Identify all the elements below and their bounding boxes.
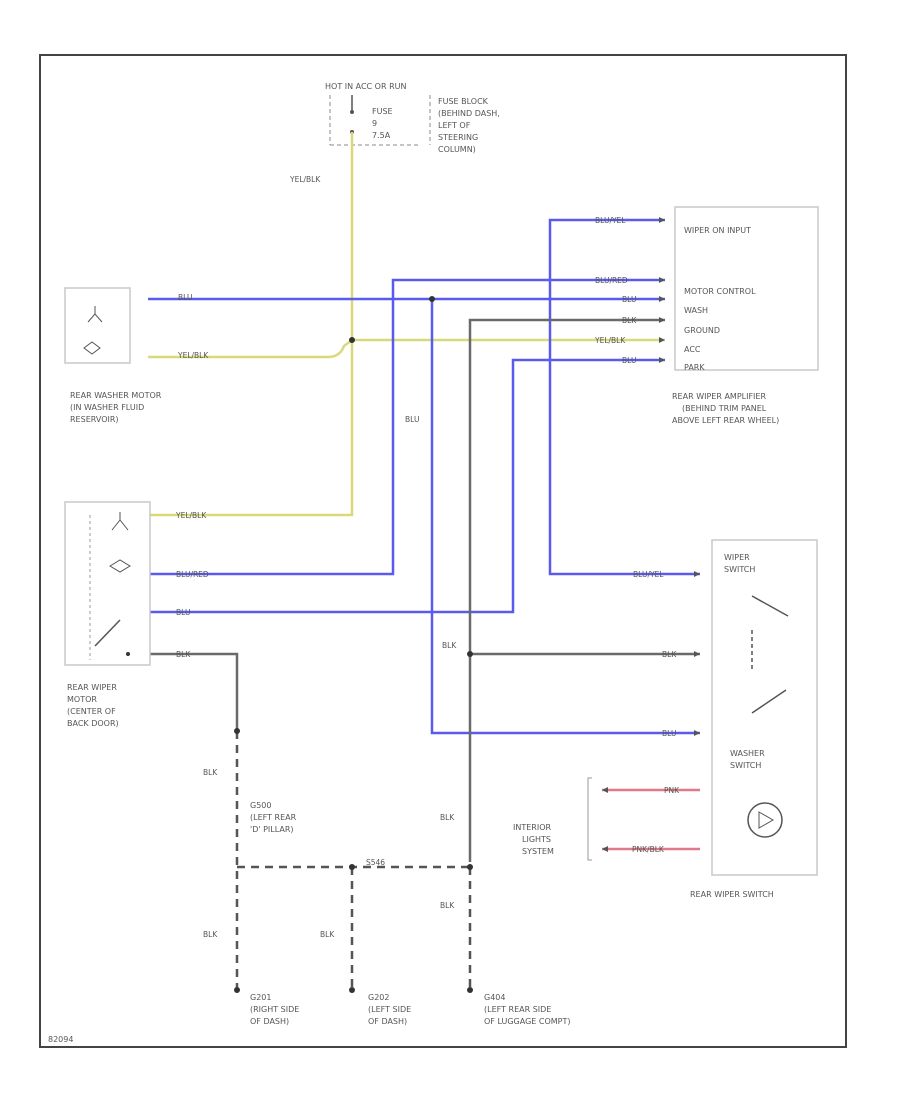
wire-label-blu-washer: BLU (178, 293, 192, 302)
wire-blk-ground-amp (468, 318, 665, 862)
wire-label-yel-blk-feed: YEL/BLK (289, 175, 321, 184)
wire-label-yel-blk-washer: YEL/BLK (177, 351, 209, 360)
wiper-motor-label-4: BACK DOOR) (67, 719, 119, 728)
washer-motor-label-2: (IN WASHER FLUID (70, 403, 144, 412)
wire-label-blk-splice: BLK (442, 641, 457, 650)
wire-label-blu-vertical: BLU (405, 415, 419, 424)
g201-label-2: (RIGHT SIDE (250, 1005, 299, 1014)
g500-label-3: 'D' PILLAR) (250, 825, 294, 834)
fuse-name: FUSE (372, 107, 393, 116)
fuse-location-2: (BEHIND DASH, (438, 109, 500, 118)
washer-motor-label-3: RESERVOIR) (70, 415, 119, 424)
g500-label-1: G500 (250, 801, 271, 810)
rear-wiper-amplifier: WIPER ON INPUT MOTOR CONTROL WASH GROUND… (672, 206, 819, 425)
interior-lights-label-2: LIGHTS (522, 835, 551, 844)
washer-motor-label-1: REAR WASHER MOTOR (70, 391, 162, 400)
wiper-motor-label-1: REAR WIPER (67, 683, 117, 692)
wire-label-blu-switch: BLU (662, 729, 676, 738)
fuse-header: HOT IN ACC OR RUN (325, 82, 406, 91)
wire-label-pnk: PNK (664, 786, 680, 795)
wire-label-yel-blk-motor: YEL/BLK (175, 511, 207, 520)
amplifier-label-3: ABOVE LEFT REAR WHEEL) (672, 416, 779, 425)
rear-washer-motor: REAR WASHER MOTOR (IN WASHER FLUID RESER… (64, 287, 162, 424)
wire-label-blu-yel-switch: BLU/YEL (633, 570, 664, 579)
ground-labels: G500 (LEFT REAR 'D' PILLAR) G201 (RIGHT … (250, 801, 571, 1026)
washer-switch-label-1: WASHER (730, 749, 765, 758)
wiper-motor-label-2: MOTOR (67, 695, 97, 704)
splices (234, 296, 473, 993)
g201-label-3: OF DASH) (250, 1017, 289, 1026)
amp-pin-park: PARK (684, 363, 705, 372)
g500-label-2: (LEFT REAR (250, 813, 297, 822)
washer-switch-label-2: SWITCH (730, 761, 761, 770)
wire-blu-park (148, 358, 665, 614)
wire-label-pnk-blk: PNK/BLK (632, 845, 665, 854)
interior-lights-label-3: SYSTEM (522, 847, 554, 856)
wire-label-blu-red-amp: BLU/RED (595, 276, 628, 285)
wire-label-blk-g404-upper: BLK (440, 813, 455, 822)
diagram-code: 82094 (48, 1035, 73, 1044)
wire-label-blk-motor: BLK (176, 650, 191, 659)
fuse-location-3: LEFT OF (438, 121, 471, 130)
wire-label-yel-blk-acc: YEL/BLK (594, 336, 626, 345)
wire-label-blu-yel-amp: BLU/YEL (595, 216, 626, 225)
g202-label-2: (LEFT SIDE (368, 1005, 411, 1014)
wire-label-blu-wash-amp: BLU (622, 295, 636, 304)
amplifier-label-1: REAR WIPER AMPLIFIER (672, 392, 766, 401)
splice-label: S546 (366, 858, 385, 867)
fuse-block: HOT IN ACC OR RUN FUSE 9 7.5A FUSE BLOCK… (325, 82, 500, 154)
amplifier-label-2: (BEHIND TRIM PANEL (682, 404, 767, 413)
wire-blu-red-motor-control (148, 278, 665, 576)
wire-label-blu-motor: BLU (176, 608, 190, 617)
fuse-location-1: FUSE BLOCK (438, 97, 489, 106)
rear-wiper-motor: REAR WIPER MOTOR (CENTER OF BACK DOOR) (64, 501, 151, 728)
rear-wiper-switch-label: REAR WIPER SWITCH (690, 890, 774, 899)
connector-arrows (602, 217, 700, 852)
wire-label-blk-g404: BLK (440, 901, 455, 910)
wire-label-blk-g500: BLK (203, 768, 218, 777)
wire-label-blk-ground-amp: BLK (622, 316, 637, 325)
amp-pin-wash: WASH (684, 306, 708, 315)
amp-pin-wiper-on-input: WIPER ON INPUT (684, 226, 751, 235)
wiper-motor-label-3: (CENTER OF (67, 707, 116, 716)
fuse-number: 9 (372, 119, 377, 128)
amp-pin-motor-control: MOTOR CONTROL (684, 287, 756, 296)
g202-label-3: OF DASH) (368, 1017, 407, 1026)
fuse-location-5: COLUMN) (438, 145, 476, 154)
wire-labels: YEL/BLK BLU YEL/BLK BLU YEL/BLK BLU/RED … (175, 175, 680, 939)
wire-label-blk-switch: BLK (662, 650, 677, 659)
g202-label-1: G202 (368, 993, 389, 1002)
diagram-border (39, 54, 847, 1048)
g404-label-2: (LEFT REAR SIDE (484, 1005, 551, 1014)
wire-label-blk-g202: BLK (320, 930, 335, 939)
wire-label-blu-red-motor: BLU/RED (176, 570, 209, 579)
wire-yel-blk-washer (148, 339, 353, 359)
wiper-switch-label-2: SWITCH (724, 565, 755, 574)
wire-label-blu-park: BLU (622, 356, 636, 365)
interior-lights: INTERIOR LIGHTS SYSTEM (513, 777, 592, 861)
amp-pin-acc: ACC (684, 345, 701, 354)
wires (148, 132, 700, 862)
fuse-location-4: STEERING (438, 133, 478, 142)
wire-blu-yel-wiper-on (548, 218, 700, 576)
wiper-switch-label-1: WIPER (724, 553, 750, 562)
amp-pin-ground: GROUND (684, 326, 720, 335)
ground-harness (235, 731, 472, 990)
rear-wiper-switch: WIPER SWITCH WASHER SWITCH REAR WIPER SW… (690, 539, 818, 899)
wire-label-blk-g201: BLK (203, 930, 218, 939)
g404-label-1: G404 (484, 993, 505, 1002)
g404-label-3: OF LUGGAGE COMPT) (484, 1017, 571, 1026)
interior-lights-label-1: INTERIOR (513, 823, 552, 832)
fuse-amperage: 7.5A (372, 131, 391, 140)
g201-label-1: G201 (250, 993, 271, 1002)
wire-blk-motor-ground (148, 652, 239, 731)
wire-yel-blk-feed (148, 132, 354, 517)
wire-blu-wash-switch (430, 299, 700, 735)
